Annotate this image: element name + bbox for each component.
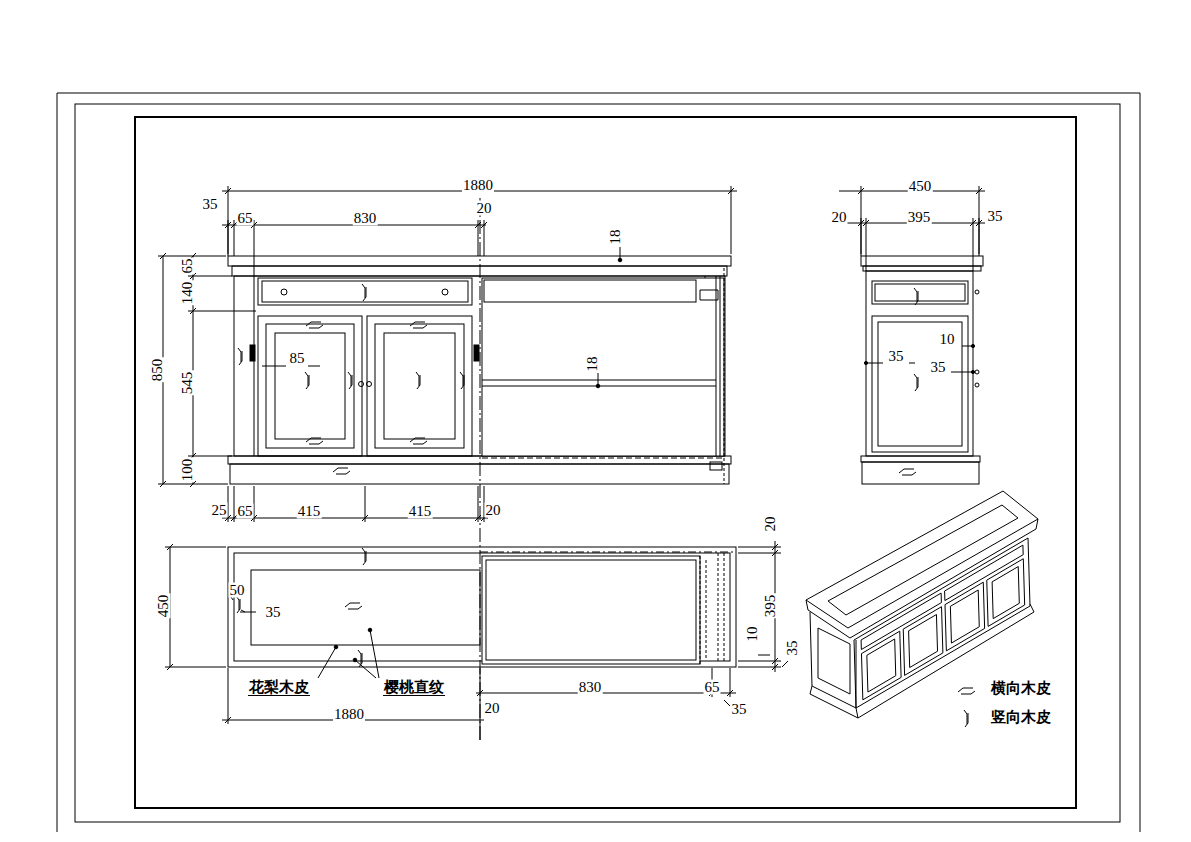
vertical-grain-symbol: [416, 372, 420, 389]
legend-text: 竖向木皮: [990, 710, 1052, 725]
horizontal-grain-symbol: [958, 688, 975, 694]
vertical-grain-symbol: [460, 372, 464, 389]
horizontal-grain-symbol: [333, 468, 350, 474]
material-note: 樱桃直纹: [383, 680, 445, 696]
dimension-value: 65: [704, 680, 721, 695]
dimension-value: 395: [763, 594, 778, 619]
vertical-grain-symbol: [914, 374, 918, 391]
dimension-value: 545: [180, 371, 195, 396]
veneer-grain-symbols: [236, 284, 975, 727]
dimension-value: 395: [907, 210, 932, 225]
iso-door-panel: [867, 639, 896, 692]
horizontal-grain-symbol: [345, 603, 362, 609]
horizontal-grain-symbol: [306, 322, 323, 328]
iso-door: [987, 559, 1025, 627]
dimension-value: 20: [485, 503, 502, 518]
dimension-value: 100: [180, 458, 195, 483]
dimension-value: 850: [150, 358, 165, 383]
dimension-value: 1880: [333, 707, 365, 722]
vertical-grain-symbol: [964, 710, 968, 727]
sheet-frame: [75, 104, 1120, 822]
outer-frame: [57, 93, 1140, 832]
dimension-value: 140: [180, 281, 195, 306]
vertical-grain-symbol: [348, 372, 352, 389]
dimension-value: 35: [202, 197, 219, 212]
dimension-value: 35: [785, 640, 800, 657]
iso-door-panel: [909, 615, 938, 668]
material-note: 花梨木皮: [248, 680, 310, 696]
dimension-value: 450: [156, 594, 171, 619]
iso-door-panel: [950, 590, 979, 643]
dimension-value: 830: [578, 680, 603, 695]
iso-drawer: [861, 593, 941, 649]
dimension-value: 35: [930, 360, 947, 375]
center-line: [480, 198, 481, 742]
dimension-value: 20: [831, 210, 848, 225]
vertical-grain-symbol: [362, 284, 366, 301]
dimension-value: 830: [353, 211, 378, 226]
dimension-value: 35: [265, 605, 282, 620]
dimension-value: 10: [745, 626, 760, 643]
dimension-value: 65: [237, 504, 254, 519]
vertical-grain-symbol: [305, 372, 309, 389]
dimension-value: 65: [180, 258, 195, 275]
dimension-value: 35: [987, 209, 1004, 224]
iso-base: [810, 604, 1034, 718]
front-view: [228, 256, 731, 484]
side-view: [839, 186, 985, 484]
dimension-value: 450: [908, 179, 933, 194]
dimension-value: 20: [476, 201, 493, 216]
vertical-grain-symbol: [914, 288, 918, 305]
horizontal-grain-symbol: [410, 322, 427, 328]
dimension-value: 20: [763, 516, 778, 533]
iso-door: [903, 607, 943, 676]
vertical-grain-symbol: [238, 348, 242, 365]
front-dimensions: [158, 186, 737, 522]
iso-top-edge: [806, 519, 1038, 638]
dimension-value: 20: [484, 701, 501, 716]
dimension-value: 35: [888, 349, 905, 364]
iso-top: [806, 491, 1038, 628]
horizontal-grain-symbol: [899, 469, 916, 475]
dimension-value: 50: [229, 583, 246, 598]
dimension-value: 65: [237, 211, 254, 226]
horizontal-grain-symbol: [410, 438, 427, 444]
plan-view: [165, 541, 788, 740]
vertical-grain-symbol: [362, 548, 366, 565]
dimension-value: 18: [608, 229, 623, 246]
iso-door: [945, 582, 985, 651]
drawing-border: [135, 117, 1076, 808]
iso-door-panel: [992, 567, 1019, 619]
dimension-value: 25: [211, 503, 228, 518]
dimension-value: 10: [939, 332, 956, 347]
legend-text: 横向木皮: [990, 681, 1052, 696]
vertical-grain-symbol: [358, 650, 362, 667]
dimension-value: 35: [731, 702, 748, 717]
iso-side: [810, 612, 856, 708]
dimension-value: 415: [408, 504, 433, 519]
dimension-value: 415: [297, 504, 322, 519]
horizontal-grain-symbol: [306, 438, 323, 444]
dimension-value: 1880: [462, 178, 494, 193]
dimension-value: 18: [585, 356, 600, 373]
vertical-grain-symbol: [236, 596, 240, 613]
iso-door: [861, 631, 901, 700]
iso-side-panel: [818, 628, 850, 694]
dimension-value: 85: [289, 351, 306, 366]
